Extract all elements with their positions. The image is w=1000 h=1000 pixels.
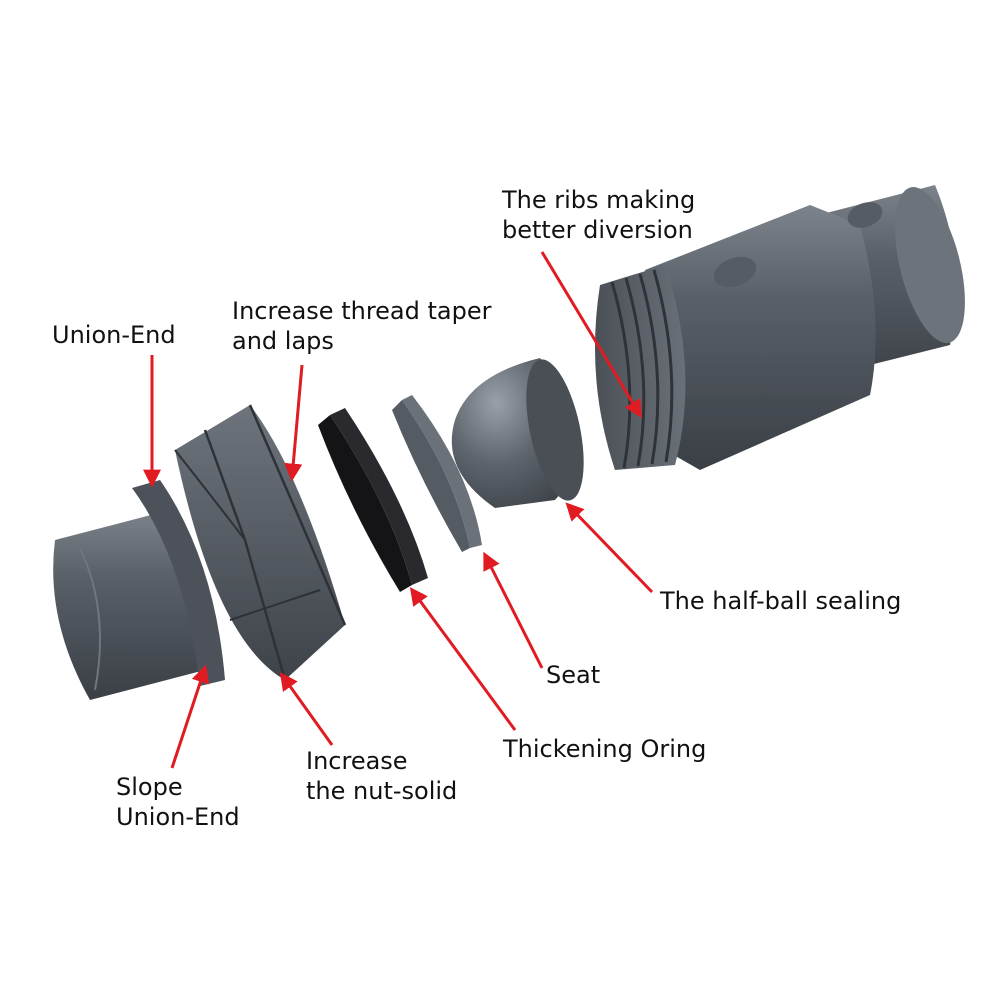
callout-slope-line-1: Slope	[116, 773, 183, 801]
arrow-ball	[565, 502, 654, 594]
callout-thread-label: Increase thread taper and laps	[232, 296, 491, 356]
arrow-ribs	[540, 251, 642, 419]
arrow-thread	[284, 364, 304, 482]
arrow-oring	[409, 587, 517, 731]
callout-arrows	[143, 251, 654, 769]
callout-slope-label: Slope Union-End	[116, 772, 240, 832]
callout-thread-line-1: Increase thread taper	[232, 297, 492, 325]
callout-ribs-line-1: The ribs making	[502, 186, 696, 214]
threaded-body-part	[595, 185, 965, 470]
callout-seat-label: Seat	[546, 660, 600, 690]
callout-half-ball-line-1: The half-ball sealing	[660, 587, 902, 615]
callout-oring-line-1: Thickening Oring	[503, 735, 707, 763]
callout-nut-line-1: Increase	[306, 747, 408, 775]
callout-seat-line-1: Seat	[546, 661, 601, 689]
arrow-seat	[483, 551, 544, 669]
oring-part	[318, 408, 428, 592]
callout-union-end-line-1: Union-End	[52, 321, 176, 349]
callout-oring-label: Thickening Oring	[503, 734, 706, 764]
seat-ring-part	[392, 395, 482, 552]
arrow-nut	[279, 672, 334, 746]
callout-half-ball-label: The half-ball sealing	[660, 586, 901, 616]
callout-nut-line-2: the nut-solid	[306, 777, 458, 805]
union-nut-part	[174, 404, 347, 681]
callout-slope-line-2: Union-End	[116, 803, 240, 831]
union-end-part	[53, 480, 225, 700]
callout-ribs-label: The ribs making better diversion	[502, 185, 695, 245]
callout-thread-line-2: and laps	[232, 327, 334, 355]
callout-ribs-line-2: better diversion	[502, 216, 693, 244]
callout-union-end-label: Union-End	[52, 320, 176, 350]
callout-nut-label: Increase the nut-solid	[306, 746, 457, 806]
half-ball-seal-part	[451, 358, 584, 508]
arrow-slope	[170, 664, 210, 769]
